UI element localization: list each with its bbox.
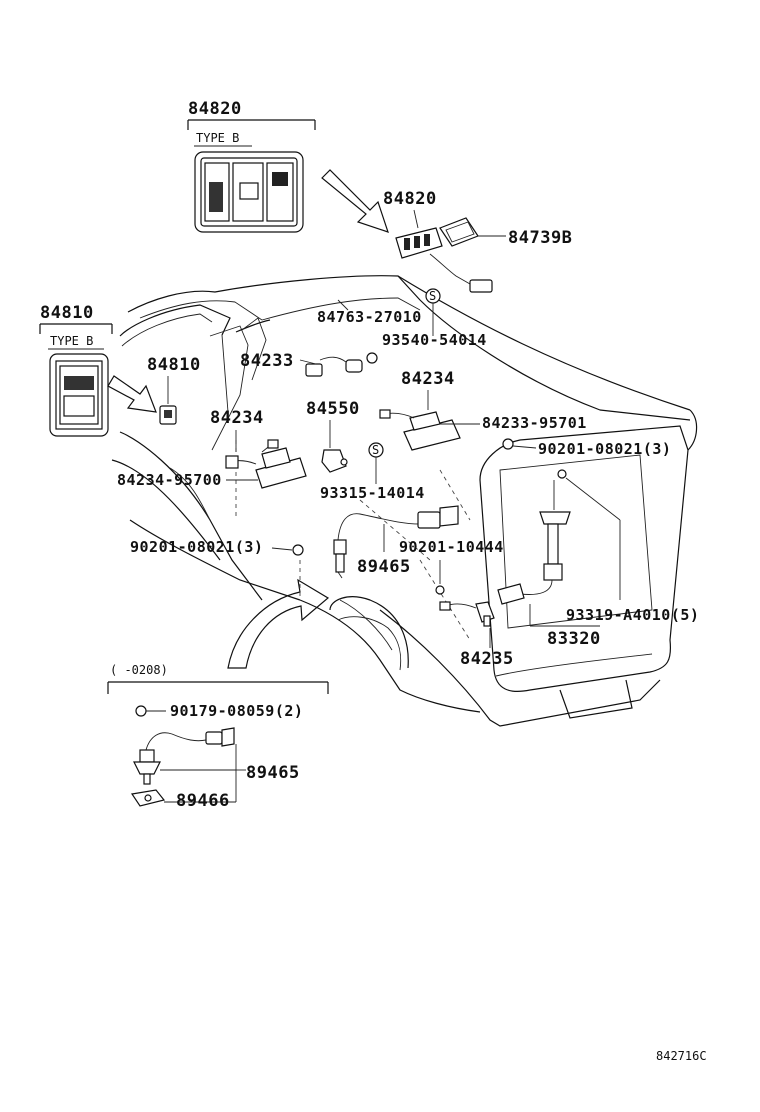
vehicle-body-outline: [111, 275, 698, 727]
switch-assembly-84820: 84820 84739B: [383, 189, 572, 293]
label-90201-10444: 90201-10444: [399, 538, 504, 556]
label-84234-right: 84234: [401, 369, 455, 389]
label-90179: 90179-08059(2): [170, 702, 303, 720]
arrow-icon: [321, 169, 389, 233]
label-84550: 84550: [306, 399, 360, 419]
connector-icon: [305, 352, 378, 377]
range-label: ( -0208): [110, 663, 168, 677]
arrow-icon: [227, 578, 330, 669]
arrow-icon: [107, 375, 157, 413]
clip-icon: S: [425, 288, 441, 304]
label-84235: 84235: [460, 649, 514, 669]
inset-range-0208: ( -0208) 90179-08059(2) 89465 89466: [107, 663, 329, 811]
label-84820-box: 84820: [188, 99, 242, 119]
height-sensor-83320: [497, 469, 571, 605]
oxygen-sensor-icon: [133, 727, 235, 785]
label-84820: 84820: [383, 189, 437, 209]
label-84233: 84233: [240, 351, 294, 371]
gasket-icon: [130, 789, 166, 807]
label-89465-main: 89465: [357, 557, 411, 577]
label-89465-inset: 89465: [246, 763, 300, 783]
figure-code: 842716C: [656, 1049, 707, 1063]
switch-icon: [159, 405, 177, 425]
label-93319: 93319-A4010(5): [566, 606, 699, 624]
nut-icon: [292, 544, 304, 556]
label-83320: 83320: [547, 629, 601, 649]
washer-icon: [135, 705, 147, 717]
switch-icon: [194, 151, 304, 233]
label-84810: 84810: [147, 355, 201, 375]
svg-text:S: S: [429, 289, 436, 303]
label-84234-95700: 84234-95700: [117, 471, 222, 489]
label-84810-box: 84810: [40, 303, 94, 323]
label-93315: 93315-14014: [320, 484, 425, 502]
door-switch-left: [225, 439, 307, 489]
label-84739b: 84739B: [508, 228, 572, 248]
svg-text:S: S: [372, 443, 379, 457]
nut-icon: [435, 585, 445, 595]
label-90201-08021-right: 90201-08021(3): [538, 440, 671, 458]
switch-box-84810: 84810 TYPE B: [39, 303, 113, 437]
label-93540: 93540-54014: [382, 331, 487, 349]
door-switch-right: [379, 409, 466, 451]
switch-icon: [49, 353, 109, 437]
nut-icon: [502, 438, 514, 450]
label-90201-08021-left: 90201-08021(3): [130, 538, 263, 556]
switch-box-84820: 84820 TYPE B: [187, 99, 316, 233]
label-84763: 84763-27010: [317, 308, 422, 326]
connector-icon: [321, 449, 348, 473]
label-84234-left: 84234: [210, 408, 264, 428]
clip-icon: S: [368, 442, 384, 458]
connector-icon: [439, 601, 495, 627]
oxygen-sensor-icon: [333, 505, 459, 579]
type-b-label: TYPE B: [196, 131, 239, 145]
type-b-label-2: TYPE B: [50, 334, 93, 348]
label-84233-95701: 84233-95701: [482, 414, 587, 432]
label-89466: 89466: [176, 791, 230, 811]
